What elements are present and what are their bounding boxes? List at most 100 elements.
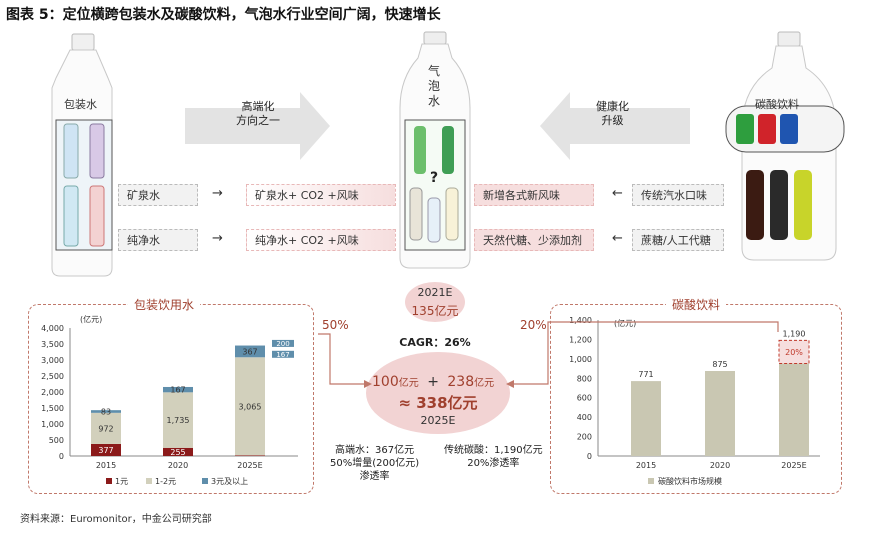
y-tick-label: 200 (577, 433, 592, 442)
highlight-segment (778, 339, 810, 365)
highlight-label: 20% (785, 348, 803, 357)
row1-left: 矿泉水 (118, 184, 198, 206)
y-tick-label: 3,500 (41, 340, 64, 349)
center-big-values: 100亿元 + 238亿元 (372, 374, 495, 390)
bar-label: 1,190 (783, 329, 806, 338)
legend-swatch (648, 478, 654, 484)
middle-bottle-label: 气 泡 水 (428, 64, 441, 108)
note-right: 传统碳酸：1,190亿元 20%渗透率 (444, 445, 543, 469)
bar-label: 875 (712, 360, 727, 369)
bar-label: 377 (98, 446, 113, 455)
row2-mid: 纯净水+ CO2 +风味 (246, 229, 396, 251)
y-unit-label: (亿元) (614, 318, 636, 328)
x-tick-label: 2015 (636, 461, 656, 470)
right-panel-title: 碳酸饮料 (666, 296, 727, 313)
center-2021-value: 135亿元 (411, 304, 459, 318)
row1-mid: 矿泉水+ CO2 +风味 (246, 184, 396, 206)
x-tick-label: 2025E (237, 461, 262, 470)
sparkling-water-bottle-icon (399, 31, 471, 269)
x-tick-label: 2025E (781, 461, 806, 470)
y-tick-label: 1,500 (41, 404, 64, 413)
legend-label: 碳酸饮料市场规模 (658, 476, 722, 486)
side-bar-167 (272, 350, 294, 358)
y-tick-label: 500 (49, 436, 64, 445)
y-tick-label: 0 (587, 452, 592, 461)
ellipse-2021 (405, 282, 465, 322)
bar-label: 167 (170, 386, 185, 395)
bar-1-2元-2025E (235, 357, 265, 456)
legend-swatch (202, 478, 208, 484)
y-tick-label: 800 (577, 374, 592, 383)
arrow-right-icon: → (212, 231, 223, 246)
arrow-left-icon: ← (612, 186, 623, 201)
bar-2020 (705, 371, 735, 456)
y-unit-label: (亿元) (80, 314, 102, 324)
ellipse-2025 (366, 352, 510, 434)
arrow-left-text: 高端化 方向之一 (236, 100, 280, 127)
packaged-water-chart: (亿元) 0 500 1,000 1,500 2,000 2,500 3,000 3,500 4,… (41, 314, 298, 486)
top-illustration (51, 31, 845, 277)
right-bottle-label: 碳酸饮料 (755, 98, 799, 111)
side-bar-200 (272, 339, 294, 347)
x-tick-label: 2020 (168, 461, 188, 470)
y-tick-label: 2,500 (41, 372, 64, 381)
y-tick-label: 4,000 (41, 324, 64, 333)
legend-label: 1元 (115, 477, 128, 486)
legend-label: 3元及以上 (211, 477, 248, 486)
bar-2015 (631, 381, 661, 456)
row2-left: 纯净水 (118, 229, 198, 251)
center-year: 2025E (420, 414, 456, 427)
center-total: ≈ 338亿元 (398, 394, 478, 412)
y-tick-label: 600 (577, 394, 592, 403)
y-tick-label: 1,400 (569, 316, 592, 325)
arrow-left-icon: ← (612, 231, 623, 246)
y-tick-label: 2,000 (41, 388, 64, 397)
arrow-right-icon (185, 92, 330, 160)
bar-1元-2020 (163, 447, 193, 456)
row1-right: 新增各式新风味 (474, 184, 594, 206)
legend-label: 1-2元 (155, 477, 176, 486)
bar-1-2元-2020 (163, 392, 193, 448)
arrow-left-icon (540, 92, 690, 160)
right-pct: 20% (520, 318, 547, 332)
bar-label: 771 (638, 370, 653, 379)
source-note: 资料来源：Euromonitor，中金公司研究部 (20, 514, 212, 525)
x-tick-label: 2020 (710, 461, 730, 470)
legend-swatch (106, 478, 112, 484)
row2-right: 天然代糖、少添加剂 (474, 229, 594, 251)
y-tick-label: 1,200 (569, 335, 592, 344)
page-title: 图表 5：定位横跨包装水及碳酸饮料，气泡水行业空间广阔，快速增长 (6, 7, 441, 23)
y-tick-label: 1,000 (41, 420, 64, 429)
bar-1-2元-2015 (91, 412, 121, 444)
question-mark: ? (430, 170, 439, 186)
bar-3元及以上-2025E (235, 345, 265, 358)
bar-label: 972 (98, 424, 113, 433)
row1-far-right: 传统汽水口味 (632, 184, 724, 206)
y-tick-label: 400 (577, 413, 592, 422)
bar-1元-2025E (235, 455, 265, 456)
side-label: 200 (276, 340, 289, 348)
bar-label: 83 (101, 408, 111, 417)
note-left: 高端水：367亿元 50%增量(200亿元) 渗透率 (330, 445, 420, 482)
bar-label: 367 (242, 347, 257, 356)
left-pct: 50% (322, 318, 349, 332)
cagr-label: CAGR：26% (399, 336, 471, 349)
soda-bottle-icon (725, 31, 845, 261)
x-tick-label: 2015 (96, 461, 116, 470)
y-tick-label: 3,000 (41, 356, 64, 365)
bar-label: 3,065 (239, 402, 262, 411)
bar-label: 255 (170, 448, 185, 457)
y-tick-label: 1,000 (569, 355, 592, 364)
arrow-right-text: 健康化 升级 (596, 100, 629, 127)
left-bottle-label: 包装水 (64, 98, 97, 111)
arrow-right-icon: → (212, 186, 223, 201)
side-label: 167 (276, 351, 289, 359)
bar-1元-2015 (91, 443, 121, 456)
carbonated-drink-chart: (亿元) 0 200 400 600 800 1,000 1,200 1,400 771 2015 8… (569, 316, 820, 486)
bar-3元及以上-2020 (163, 386, 193, 393)
bar-label: 1,735 (167, 416, 190, 425)
y-tick-label: 0 (59, 452, 64, 461)
center-2021-year: 2021E (417, 286, 453, 299)
left-panel-title: 包装饮用水 (128, 296, 201, 313)
water-bottle-icon (51, 33, 113, 277)
